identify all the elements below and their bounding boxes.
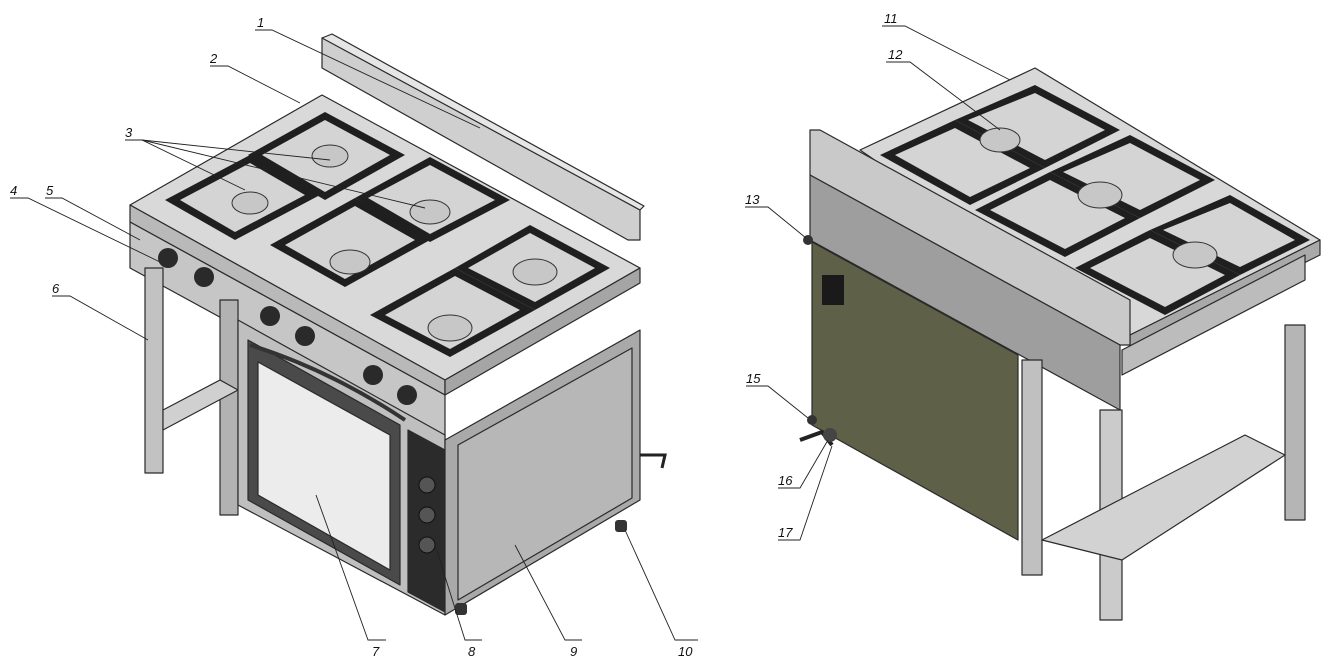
valve <box>823 428 837 442</box>
control-knob <box>363 365 383 385</box>
callout-7: 7 <box>372 644 380 659</box>
callout-17: 17 <box>778 525 793 540</box>
stand-leg <box>144 267 164 474</box>
leader-2 <box>210 65 301 104</box>
callout-12: 12 <box>888 47 903 62</box>
callout-16: 16 <box>778 473 793 488</box>
oven-handle <box>249 343 407 422</box>
callout-15: 15 <box>746 371 761 386</box>
stand-shelf <box>1041 434 1286 561</box>
rear-grate-group <box>880 85 1310 315</box>
control-knob <box>158 248 178 268</box>
callout-8: 8 <box>468 644 476 659</box>
burner <box>409 199 451 225</box>
rear-stand <box>1021 254 1306 621</box>
backsplash-top <box>321 33 645 211</box>
knob-group <box>158 248 417 405</box>
grate-inner <box>895 128 1030 197</box>
oven-knob <box>418 506 436 524</box>
callout-4: 4 <box>10 183 17 198</box>
callout-leaders <box>10 25 1011 641</box>
leader-10 <box>624 529 698 641</box>
leader-8 <box>435 547 482 641</box>
cooktop-side-edge <box>444 267 641 396</box>
leader-7 <box>315 494 386 641</box>
leader-3 <box>141 139 331 161</box>
stand-frame <box>1121 254 1306 376</box>
grate-inner <box>285 206 415 279</box>
leader-3 <box>141 139 426 209</box>
burner-group <box>231 144 558 342</box>
grate-inner <box>968 93 1105 160</box>
callout-5: 5 <box>46 183 54 198</box>
callout-11: 11 <box>884 11 898 26</box>
callout-labels: 1 2 3 4 5 6 7 8 9 10 11 12 13 15 16 17 <box>10 11 903 659</box>
grate-inner <box>1163 203 1295 267</box>
leader-4 <box>10 197 161 263</box>
leader-1 <box>255 29 481 129</box>
stand-leg <box>1284 324 1306 521</box>
burner <box>1172 241 1218 269</box>
callout-3: 3 <box>125 125 133 140</box>
control-knob <box>397 385 417 405</box>
leader-5 <box>45 197 141 241</box>
front-stove-view <box>129 33 667 616</box>
oven-knob <box>418 536 436 554</box>
leader-11 <box>882 25 1011 81</box>
stand-leg <box>219 299 239 516</box>
callout-1: 1 <box>257 15 264 30</box>
grate-inner <box>385 276 520 349</box>
burner <box>329 249 371 275</box>
burner <box>1077 181 1123 209</box>
leader-13 <box>745 206 807 239</box>
burner <box>231 191 269 215</box>
leader-9 <box>514 544 582 641</box>
rear-panel <box>811 241 1019 541</box>
callout-9: 9 <box>570 644 577 659</box>
grate-inner <box>1090 238 1225 307</box>
burner <box>979 127 1021 153</box>
grate-inner <box>368 165 495 234</box>
grate-inner <box>1063 143 1200 210</box>
leader-6 <box>52 295 149 341</box>
burner <box>311 144 349 168</box>
leader-17 <box>778 445 833 541</box>
callout-6: 6 <box>52 281 60 296</box>
grate-group <box>165 112 610 357</box>
control-knob <box>295 326 315 346</box>
control-knob <box>194 267 214 287</box>
open-stand <box>144 267 239 516</box>
callout-10: 10 <box>678 644 693 659</box>
burner <box>512 258 558 286</box>
rear-panel-plate <box>822 275 844 305</box>
stand-leg <box>1021 359 1043 576</box>
foot <box>455 603 467 615</box>
callout-2: 2 <box>209 51 218 66</box>
grate-inner <box>990 180 1125 249</box>
leader-12 <box>886 61 1001 131</box>
leader-15 <box>746 385 809 419</box>
oven-window <box>257 361 391 571</box>
oven-knob <box>418 476 436 494</box>
foot <box>615 520 627 532</box>
callout-13: 13 <box>745 192 760 207</box>
gas-connection <box>640 453 667 469</box>
connector <box>807 415 817 425</box>
control-knob <box>260 306 280 326</box>
leader-16 <box>778 439 829 489</box>
rear-stove-view <box>799 67 1321 621</box>
cabinet-front <box>457 347 633 601</box>
burner <box>427 314 473 342</box>
